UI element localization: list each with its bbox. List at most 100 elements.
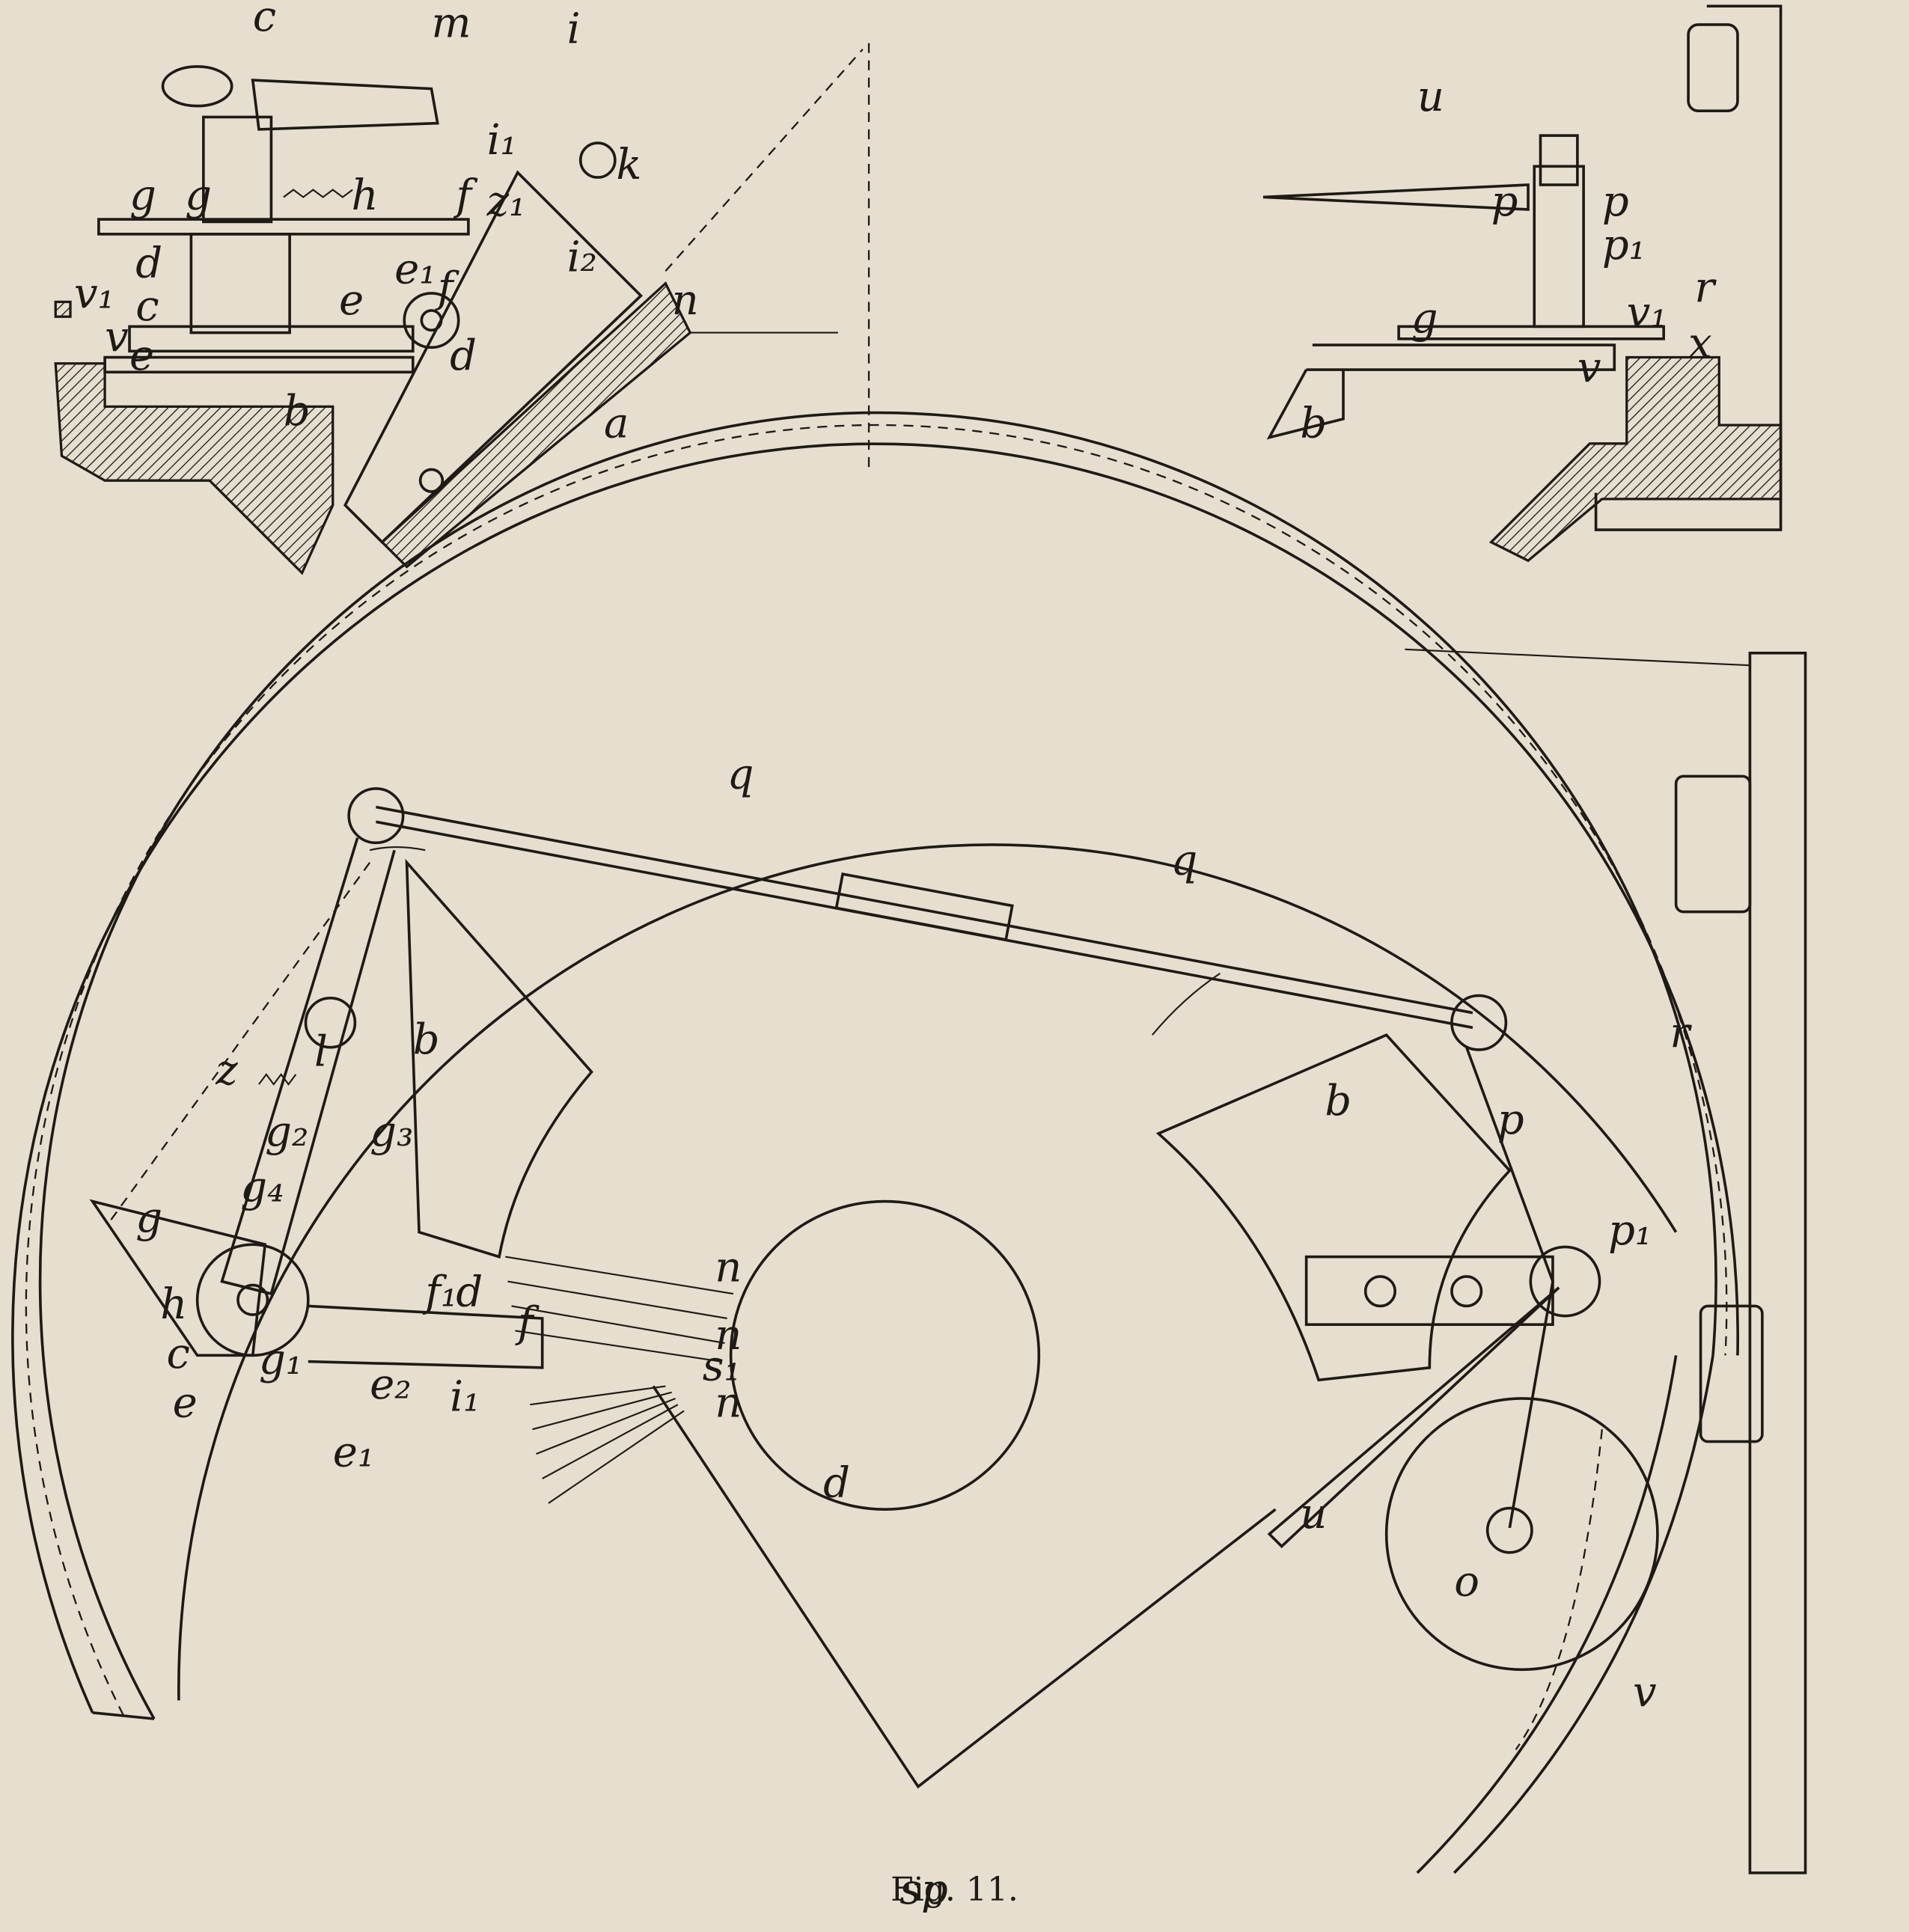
upper-bolt [1674, 774, 1752, 914]
label-b-left: b [413, 1015, 440, 1064]
base-plate [128, 325, 415, 353]
label-tl-f2: f [435, 263, 459, 312]
label-p1: p₁ [1608, 1206, 1652, 1255]
label-b-right: b [1325, 1077, 1351, 1125]
label-u: u [1300, 1490, 1327, 1538]
outer-rail [38, 411, 1717, 1720]
needle-u [1262, 183, 1530, 211]
lever-arm [251, 79, 439, 131]
column-base [189, 233, 291, 334]
top-right-detail-view [1262, 4, 1783, 563]
pivot-p [1529, 1245, 1601, 1318]
label-tl-e1: e₁ [394, 245, 436, 294]
label-p: p [1497, 1095, 1524, 1144]
label-g3: g₃ [370, 1107, 413, 1156]
label-c: c [166, 1330, 189, 1378]
sector-sp [652, 1385, 1277, 1789]
label-tl-a: a [604, 400, 629, 448]
label-e2: e₂ [370, 1360, 412, 1409]
figure-caption: Fig. 11. [891, 1871, 1018, 1909]
column [202, 115, 273, 224]
inner-rail [177, 843, 1678, 1701]
head [1539, 134, 1579, 186]
label-tl-v1: v₁ [74, 270, 114, 319]
roller [403, 292, 460, 349]
main-plan-view [11, 411, 1807, 1874]
spring-z [258, 1073, 297, 1086]
label-d-small: d [456, 1268, 483, 1316]
label-o: o [1454, 1557, 1479, 1606]
label-d: d [823, 1459, 850, 1508]
comb-fan [505, 1256, 734, 1504]
nut [1687, 23, 1739, 113]
label-g1: g₁ [259, 1336, 302, 1384]
label-sp: sp [899, 1865, 948, 1914]
sector-b-left [405, 858, 593, 1259]
label-h: h [160, 1280, 187, 1329]
label-q-1: q [727, 751, 754, 799]
arrow-rotation [1151, 972, 1221, 1036]
label-tl-i: i [567, 5, 581, 54]
lower-bolt [1699, 1304, 1764, 1443]
base-casting [54, 362, 335, 575]
label-tl-e: e [339, 276, 364, 325]
label-tr-p1: p₁ [1602, 221, 1646, 269]
label-n-2: n [715, 1311, 742, 1360]
label-e: e [173, 1379, 198, 1428]
pivot-k [578, 141, 617, 179]
slanted-block [380, 281, 692, 569]
label-n-1: n [715, 1244, 742, 1292]
frame-section [1488, 355, 1783, 563]
needle-u-main [1267, 1286, 1560, 1549]
label-g4: g₄ [240, 1164, 284, 1212]
post [1533, 165, 1585, 328]
turnbuckle [834, 872, 1014, 941]
label-tl-m: m [431, 0, 471, 47]
label-tl-i1: i₁ [487, 116, 517, 165]
pivot-left [347, 787, 405, 845]
label-tl-b: b [284, 387, 311, 435]
top-left-detail-view [54, 43, 870, 575]
label-tl-d: d [135, 239, 162, 288]
label-f: f [515, 1299, 540, 1348]
disc-plate [1397, 325, 1665, 340]
roller-o [1384, 1397, 1659, 1672]
label-l: l [314, 1027, 328, 1076]
bottom-plate [103, 355, 415, 374]
label-tl-k: k [616, 141, 641, 189]
label-tl-z1: z₁ [486, 177, 526, 226]
handle-loop [161, 65, 233, 108]
label-tr-r: r [1694, 263, 1717, 312]
arm-g [89, 1199, 267, 1357]
label-z: z [215, 1046, 238, 1095]
feed-bar-f [308, 1304, 544, 1369]
label-tr-g: g [1411, 295, 1438, 343]
label-v: v [1633, 1669, 1657, 1717]
label-r: r [1670, 1009, 1692, 1058]
label-tl-i2: i₂ [567, 233, 597, 281]
label-tl-c2: c [135, 282, 159, 331]
rod-q [376, 805, 1473, 1015]
clamp-plate [1304, 1255, 1554, 1326]
table-plate [97, 218, 470, 236]
label-s1: s₁ [703, 1342, 741, 1390]
label-tr-v1: v₁ [1627, 288, 1667, 337]
small-section [54, 300, 72, 318]
label-f1: f₁ [422, 1268, 457, 1316]
sector-b-right [1155, 1033, 1512, 1382]
label-tl-v: v [105, 313, 129, 361]
arrow-lever [369, 846, 426, 852]
label-tr-b: b [1300, 400, 1327, 448]
screw [418, 468, 445, 493]
label-i1: i₁ [450, 1372, 480, 1421]
label-tl-f: f [453, 171, 477, 220]
arm-b [1306, 343, 1616, 371]
spring-z-line [110, 862, 371, 1220]
spring [283, 189, 353, 198]
label-tr-p: p [1491, 177, 1518, 226]
label-tr-v: v [1577, 343, 1601, 392]
label-n-3: n [715, 1379, 742, 1428]
label-tl-c: c [253, 0, 276, 41]
label-tl-g2: g [185, 171, 212, 220]
label-tl-h: h [351, 171, 378, 220]
